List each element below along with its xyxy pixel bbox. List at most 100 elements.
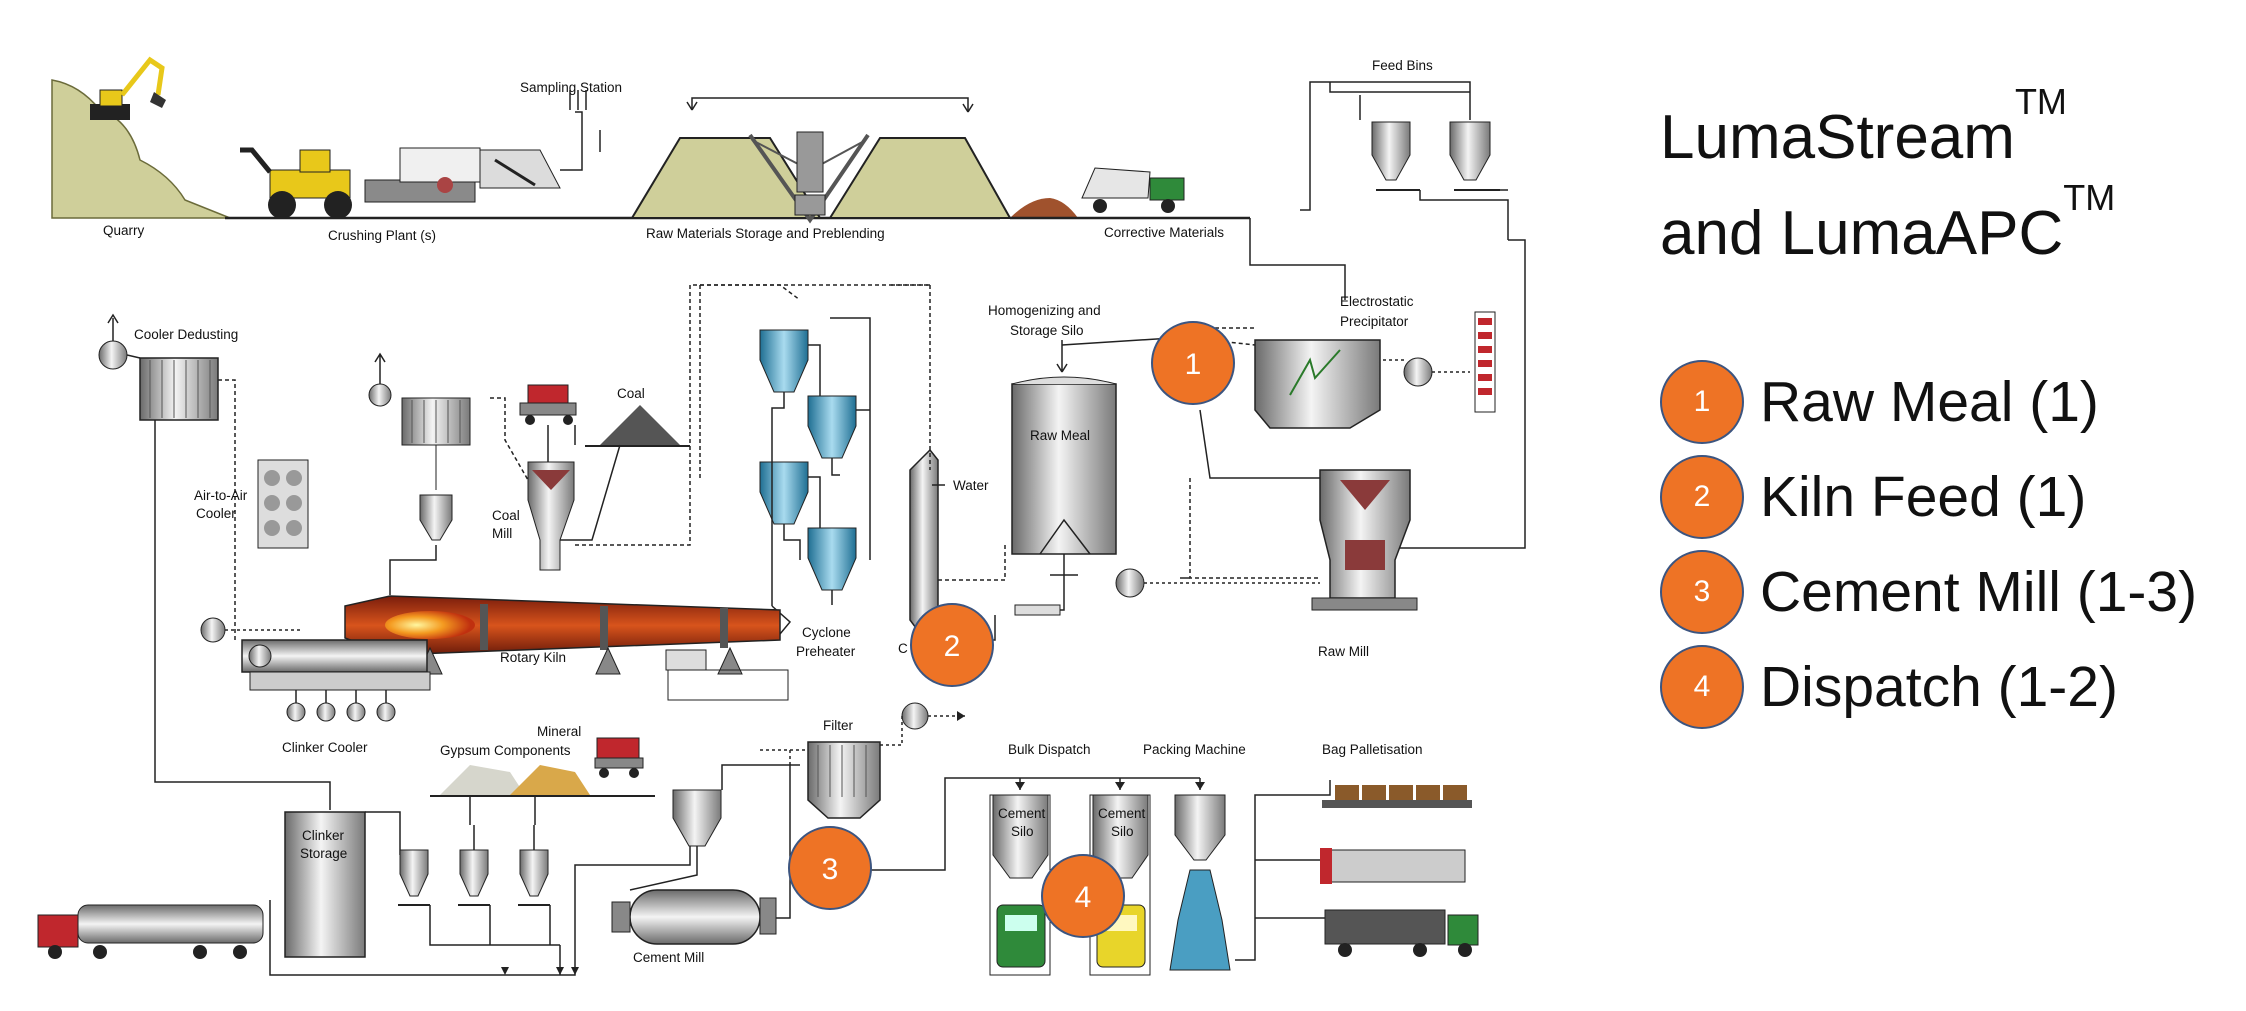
excavator-icon bbox=[90, 56, 166, 120]
label-filter: Filter bbox=[823, 718, 854, 733]
label-clinker: Clinker bbox=[302, 828, 345, 843]
legend-list: 1 Raw Meal (1) 2 Kiln Feed (1) 3 Cement … bbox=[1660, 354, 2240, 734]
label-partial-c: C bbox=[898, 641, 908, 656]
label-air-to-air: Air-to-Air bbox=[194, 488, 248, 503]
rotary-kiln: Rotary Kiln bbox=[344, 595, 789, 701]
label-cement-mill: Cement Mill bbox=[633, 950, 704, 965]
label-rotary-kiln: Rotary Kiln bbox=[500, 650, 566, 665]
mineral-truck-icon bbox=[594, 737, 644, 778]
label-quarry: Quarry bbox=[103, 223, 145, 238]
legend-badge: 3 bbox=[1660, 549, 1744, 634]
title-line-1: LumaStreamTM bbox=[1660, 84, 2240, 186]
legend-label: Dispatch (1-2) bbox=[1760, 654, 2118, 719]
raw-mill: Raw Mill bbox=[1115, 469, 1418, 659]
label-coal-mill-1: Coal bbox=[492, 508, 520, 523]
label-cement-silo-2b: Silo bbox=[1111, 824, 1134, 839]
label-clinker-cooler: Clinker Cooler bbox=[282, 740, 368, 755]
label-feed-bins: Feed Bins bbox=[1372, 58, 1433, 73]
label-preheater: Preheater bbox=[796, 644, 856, 659]
label-raw-mill: Raw Mill bbox=[1318, 644, 1369, 659]
legend-item: 1 Raw Meal (1) bbox=[1660, 354, 2240, 449]
title-product-2: and LumaAPC bbox=[1660, 199, 2064, 268]
legend-badge: 1 bbox=[1660, 359, 1744, 444]
coal-truck-icon bbox=[519, 384, 577, 425]
legend-badge: 4 bbox=[1660, 644, 1744, 729]
trademark-2: TM bbox=[2063, 177, 2116, 218]
crusher-icon bbox=[364, 147, 561, 203]
label-gypsum-components: Gypsum Components bbox=[440, 743, 571, 758]
gypsum-mineral: Mineral Gypsum Components bbox=[398, 724, 691, 976]
label-storage: Storage bbox=[300, 846, 347, 861]
clinker-cooler: Clinker Cooler bbox=[200, 617, 431, 755]
label-storage-silo: Storage Silo bbox=[1010, 323, 1084, 338]
raw-material-pile-right bbox=[828, 137, 1012, 219]
coal-pile bbox=[600, 405, 680, 445]
bulk-dispatch: Bulk Dispatch Packing Machine Cement Sil… bbox=[975, 742, 1290, 976]
bulk-truck-green-icon bbox=[996, 904, 1046, 968]
coal-mill-section: Coal Coal Mill bbox=[368, 284, 930, 595]
label-bulk-dispatch: Bulk Dispatch bbox=[1008, 742, 1091, 757]
label-water: Water bbox=[953, 478, 989, 493]
mineral-pile bbox=[510, 765, 590, 795]
marker-badge-2: 2 bbox=[910, 603, 994, 687]
label-corrective-materials: Corrective Materials bbox=[1104, 225, 1224, 240]
corrective-material-pile bbox=[1010, 198, 1078, 218]
stack-icon bbox=[1474, 311, 1496, 413]
legend-label: Kiln Feed (1) bbox=[1760, 464, 2087, 529]
legend-item: 3 Cement Mill (1-3) bbox=[1660, 544, 2240, 639]
marker-badge-2-number: 2 bbox=[944, 630, 961, 663]
dosing-hoppers bbox=[398, 825, 560, 946]
cement-plant-process-diagram: Quarry Crushing Plant (s) Sampling Stati… bbox=[37, 56, 1526, 976]
label-crushing-plant: Crushing Plant (s) bbox=[328, 228, 436, 243]
legend-label: Raw Meal (1) bbox=[1760, 369, 2099, 434]
label-packing-machine: Packing Machine bbox=[1143, 742, 1246, 757]
cement-filter: Filter bbox=[760, 702, 975, 871]
trademark-1: TM bbox=[2014, 81, 2067, 122]
label-mineral: Mineral bbox=[537, 724, 581, 739]
label-coal-mill-2: Mill bbox=[492, 526, 512, 541]
cooler-fans bbox=[286, 690, 396, 722]
legend-badge: 2 bbox=[1660, 454, 1744, 539]
raw-material-pile-left bbox=[630, 137, 822, 219]
label-cooler-dedusting: Cooler Dedusting bbox=[134, 327, 238, 342]
label-sampling-station: Sampling Station bbox=[520, 80, 622, 95]
label-electrostatic: Electrostatic bbox=[1340, 294, 1414, 309]
clinker-truck-icon bbox=[37, 904, 264, 959]
legend-item: 4 Dispatch (1-2) bbox=[1660, 639, 2240, 734]
electrostatic-precipitator: Electrostatic Precipitator bbox=[1180, 294, 1496, 479]
label-air-cooler: Cooler bbox=[196, 506, 236, 521]
wheel-loader-icon bbox=[240, 147, 352, 219]
label-homogenizing: Homogenizing and bbox=[988, 303, 1101, 318]
cyclone-preheater: Cyclone Preheater C bbox=[699, 284, 908, 659]
marker-badge-4-number: 4 bbox=[1075, 881, 1092, 914]
label-precipitator: Precipitator bbox=[1340, 314, 1409, 329]
bag-palletisation: Bag Palletisation bbox=[1290, 742, 1479, 957]
label-raw-meal-silo: Raw Meal bbox=[1030, 428, 1090, 443]
title-line-2: and LumaAPCTM bbox=[1660, 180, 2240, 282]
marker-badge-3: 3 bbox=[788, 826, 872, 910]
label-raw-materials-storage: Raw Materials Storage and Preblending bbox=[646, 226, 885, 241]
quarry-section: Quarry Crushing Plant (s) Sampling Stati… bbox=[51, 56, 1250, 243]
legend-item: 2 Kiln Feed (1) bbox=[1660, 449, 2240, 544]
label-bag-palletisation: Bag Palletisation bbox=[1322, 742, 1423, 757]
marker-badge-1: 1 bbox=[1151, 321, 1235, 405]
cement-mill: Cement Mill bbox=[611, 764, 800, 965]
label-cement-silo-2a: Cement bbox=[1098, 806, 1146, 821]
quarry-hill bbox=[51, 79, 231, 219]
label-cement-silo-1b: Silo bbox=[1011, 824, 1034, 839]
title-product-1: LumaStream bbox=[1660, 103, 2015, 172]
marker-badge-3-number: 3 bbox=[822, 853, 839, 886]
gypsum-pile bbox=[440, 765, 525, 795]
label-cement-silo-1a: Cement bbox=[998, 806, 1046, 821]
marker-badge-1-number: 1 bbox=[1185, 348, 1202, 381]
feed-bins: Feed Bins bbox=[1249, 58, 1526, 549]
dump-truck-icon bbox=[1081, 167, 1185, 213]
cooler-dedusting: Cooler Dedusting Air-to-Air Cooler bbox=[98, 313, 331, 810]
label-coal: Coal bbox=[617, 386, 645, 401]
marker-badge-4: 4 bbox=[1041, 854, 1125, 938]
legend-panel: LumaStreamTM and LumaAPCTM 1 Raw Meal (1… bbox=[1660, 84, 2240, 734]
label-cyclone: Cyclone bbox=[802, 625, 851, 640]
clinker-storage: Clinker Storage bbox=[269, 811, 430, 976]
legend-label: Cement Mill (1-3) bbox=[1760, 559, 2198, 624]
homogenizing-silo: Homogenizing and Storage Silo Raw Meal bbox=[988, 303, 1173, 611]
